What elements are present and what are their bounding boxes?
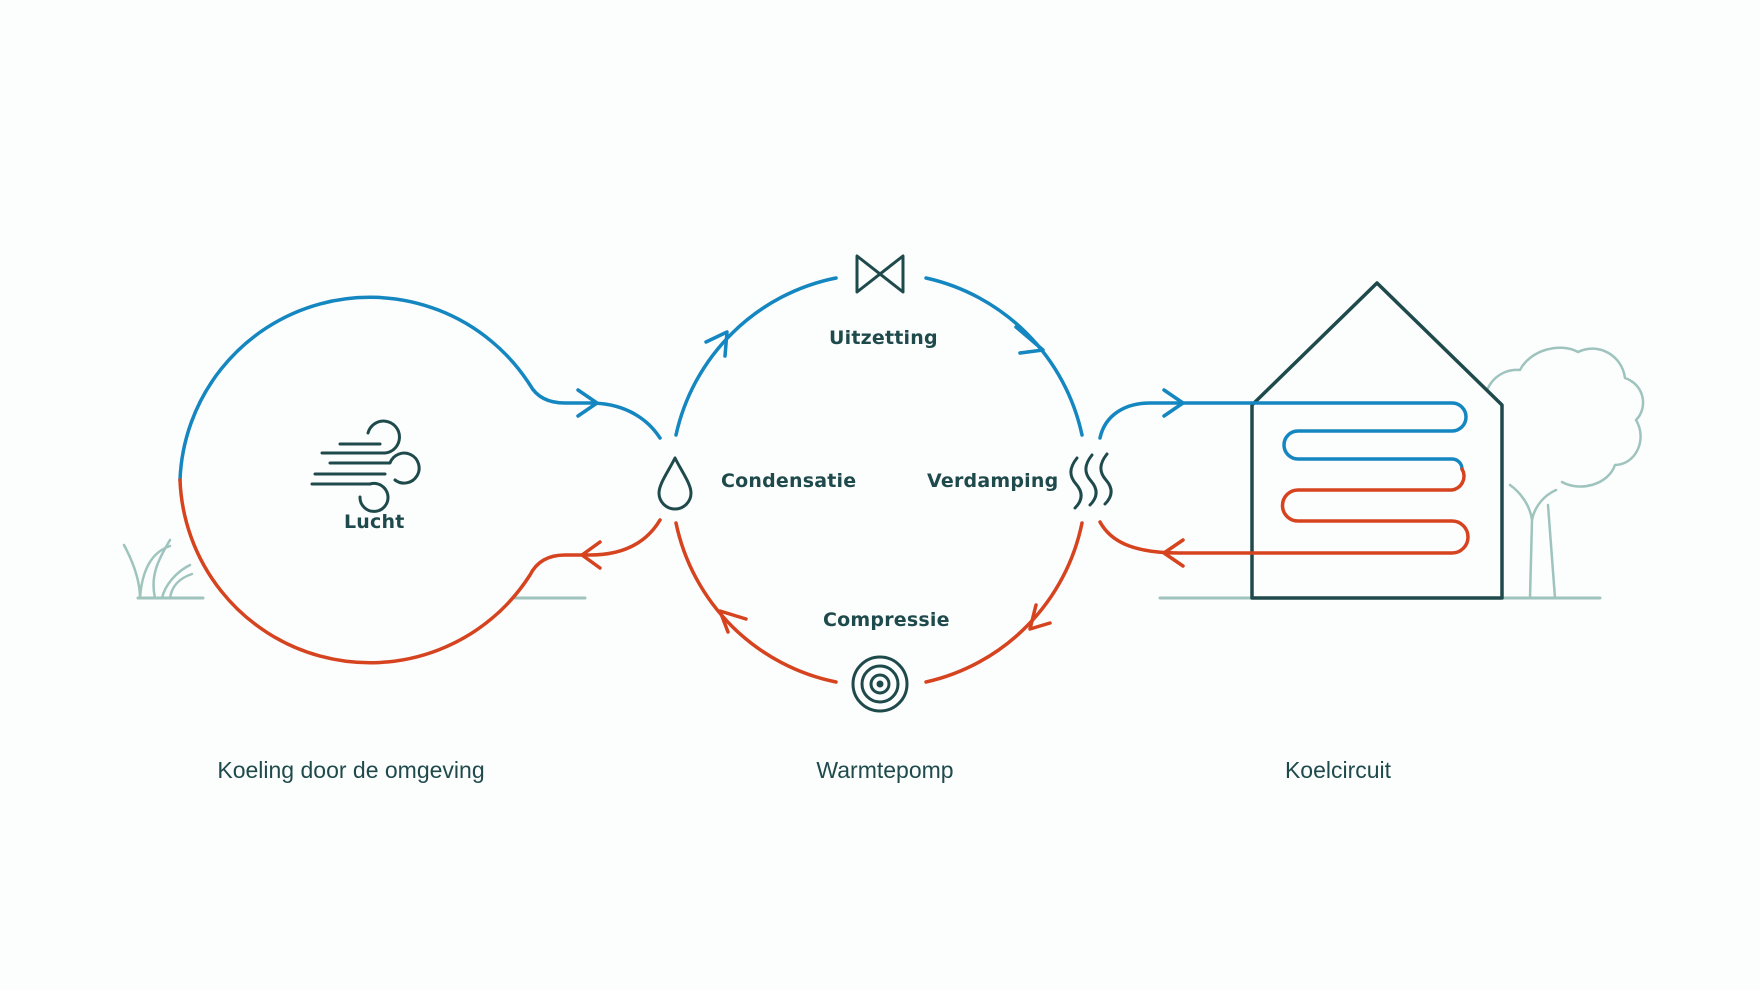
arrow-left-icon (1162, 538, 1185, 568)
heat-pump-warm-arc-right (924, 521, 1084, 684)
heat-pump-cold-arc-right (924, 276, 1084, 437)
wind-icon (310, 419, 421, 513)
arrow-up-left-icon (718, 609, 748, 634)
grass-illustration (122, 538, 194, 600)
section-title-heat-pump: Warmtepomp (816, 757, 954, 783)
label-condensatie: Condensatie (721, 470, 857, 492)
section-title-environment: Koeling door de omgeving (217, 757, 485, 783)
arrow-left-icon (580, 540, 602, 570)
arrow-down-left-icon (1028, 603, 1052, 631)
heat-pump-cold-arc-left (674, 276, 838, 437)
compressor-icon (851, 655, 909, 713)
cooling-circuit-warm-line (1098, 467, 1470, 555)
cooling-circuit-cold-line (1098, 401, 1468, 471)
arrow-up-right-icon (704, 330, 729, 358)
cooling-circuit (1098, 281, 1645, 600)
label-lucht: Lucht (344, 511, 405, 533)
environment-loop (122, 295, 662, 665)
droplet-icon (657, 456, 693, 511)
arrow-right-icon (1162, 388, 1185, 418)
label-uitzetting: Uitzetting (829, 327, 938, 349)
section-title-cooling-circuit: Koelcircuit (1284, 757, 1392, 783)
arrow-right-icon (576, 388, 599, 418)
expansion-valve-icon (855, 254, 905, 294)
environment-loop-cold-line (178, 295, 662, 482)
label-verdamping: Verdamping (927, 470, 1059, 492)
tree-illustration (1468, 346, 1645, 600)
arrow-down-right-icon (1014, 325, 1045, 355)
heat-pump-warm-arc-left (674, 521, 838, 684)
heat-pump-cycle (657, 254, 1113, 713)
heat-waves-icon (1069, 452, 1113, 510)
environment-loop-warm-line (178, 478, 662, 665)
house-outline (1250, 281, 1504, 600)
label-compressie: Compressie (823, 609, 950, 631)
